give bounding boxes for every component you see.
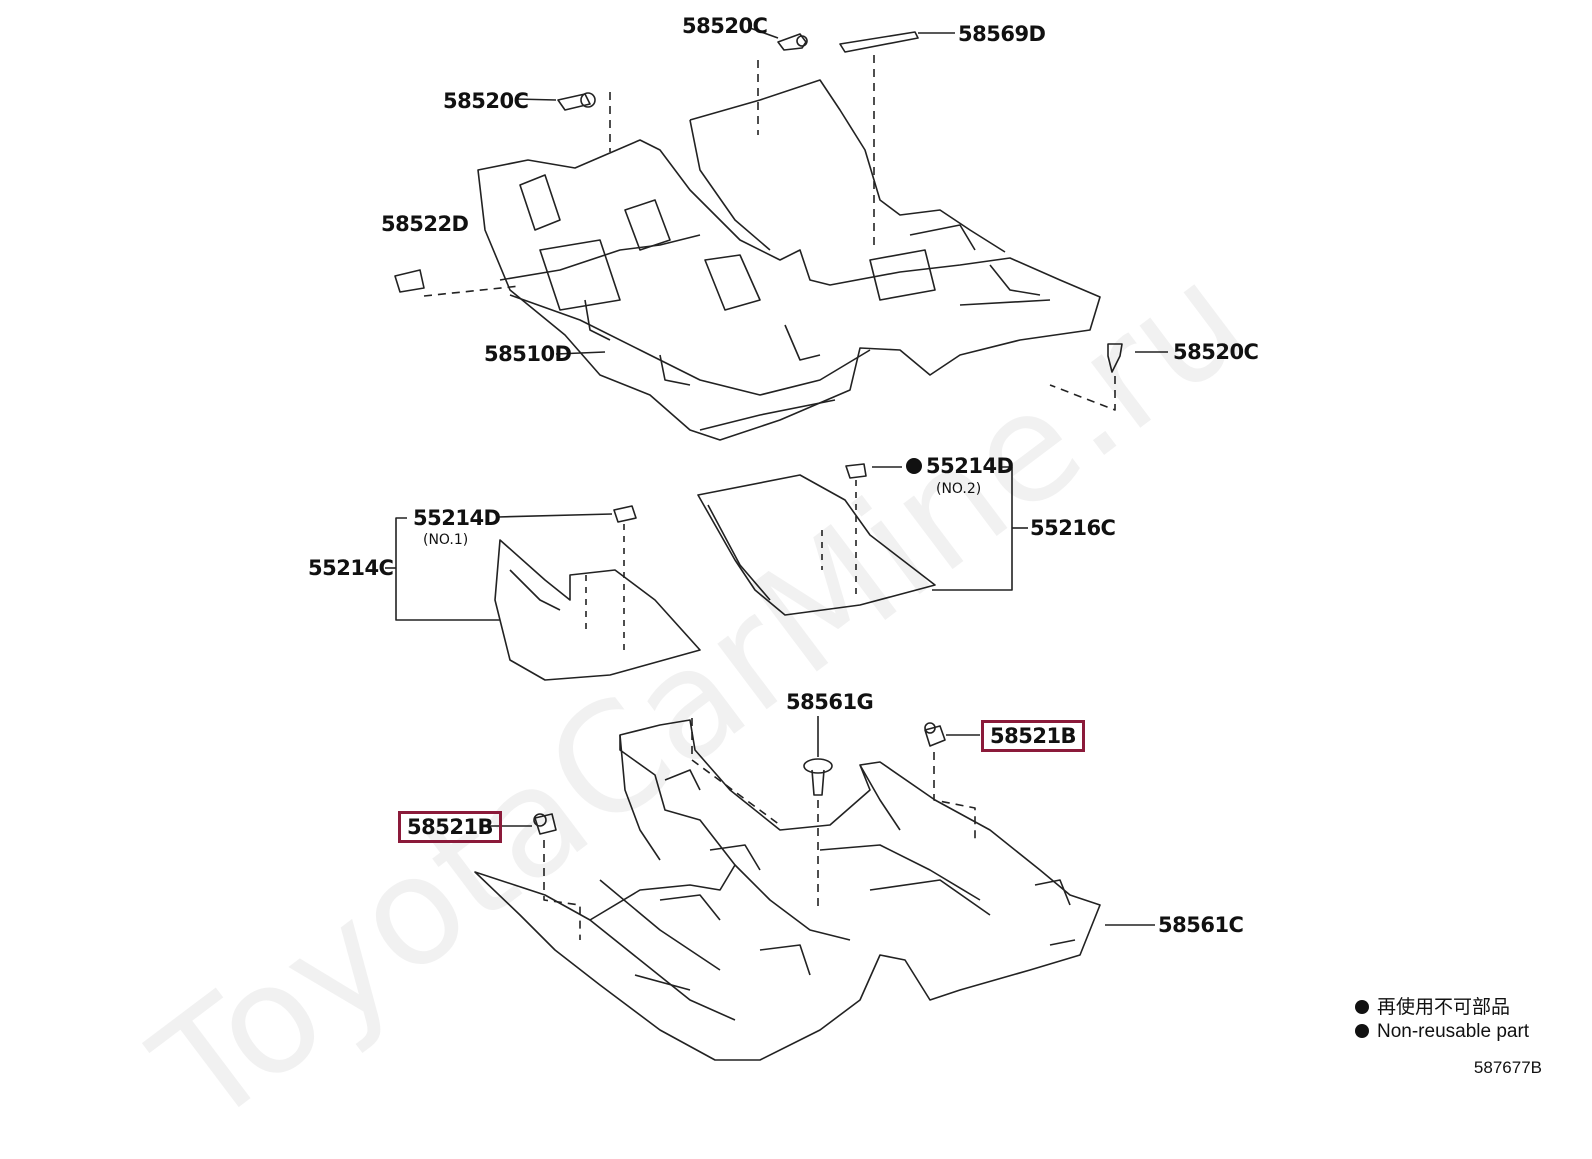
non-reusable-marker-icon [906, 458, 922, 474]
part-label-58521B-right: 58521B [981, 720, 1086, 752]
part-label-55214C: 55214C [308, 556, 394, 580]
part-label-55214D-no1: 55214D [413, 506, 501, 530]
part-label-58569D: 58569D [958, 22, 1046, 46]
floor-mat-55214C [494, 539, 701, 681]
legend-text-jp: 再使用不可部品 [1377, 997, 1511, 1018]
part-label-58521B-left: 58521B [398, 811, 503, 843]
floor-mat-55216C [697, 474, 936, 616]
parts-diagram [385, 27, 1168, 1061]
clip-58561G-icon [803, 758, 833, 796]
part-label-58520C-left: 58520C [443, 89, 529, 113]
part-label-58561C: 58561C [1158, 913, 1244, 937]
leader-lines-mats [385, 466, 1028, 650]
floor-carpet-lower [474, 719, 1101, 1061]
legend-row-jp: 再使用不可部品 [1355, 997, 1510, 1019]
part-label-55216C: 55216C [1030, 516, 1116, 540]
leader-lines-lower [488, 716, 1155, 940]
part-label-58520C-right: 58520C [1173, 340, 1259, 364]
part-label-58520C-top: 58520C [682, 14, 768, 38]
diagram-id: 587677B [1473, 1058, 1542, 1077]
part-label-58522D: 58522D [381, 212, 469, 236]
clip-58520C-top-icon [777, 33, 808, 51]
legend-text-en: Non-reusable part [1377, 1021, 1530, 1042]
bullet-icon [1355, 1024, 1369, 1038]
legend-row-en: Non-reusable part [1355, 1021, 1529, 1043]
part-label-58561G: 58561G [786, 690, 874, 714]
part-sublabel-no1: (NO.1) [423, 532, 469, 548]
strip-58569D-icon [839, 31, 919, 53]
clip-58520C-right-icon [1107, 343, 1123, 373]
part-label-55214D-no2: 55214D [926, 454, 1014, 478]
part-label-58510D: 58510D [484, 342, 572, 366]
leader-lines-upper [423, 27, 1168, 411]
mat-clips-icon [613, 463, 867, 523]
clip-58521B-left-icon [533, 813, 557, 835]
clip-58520C-left-icon [557, 92, 596, 111]
clip-58521B-right-icon [924, 722, 946, 747]
floor-carpet-upper [477, 79, 1101, 441]
part-sublabel-no2: (NO.2) [936, 481, 982, 497]
bullet-icon [1355, 1000, 1369, 1014]
clip-58522D-icon [394, 269, 425, 293]
